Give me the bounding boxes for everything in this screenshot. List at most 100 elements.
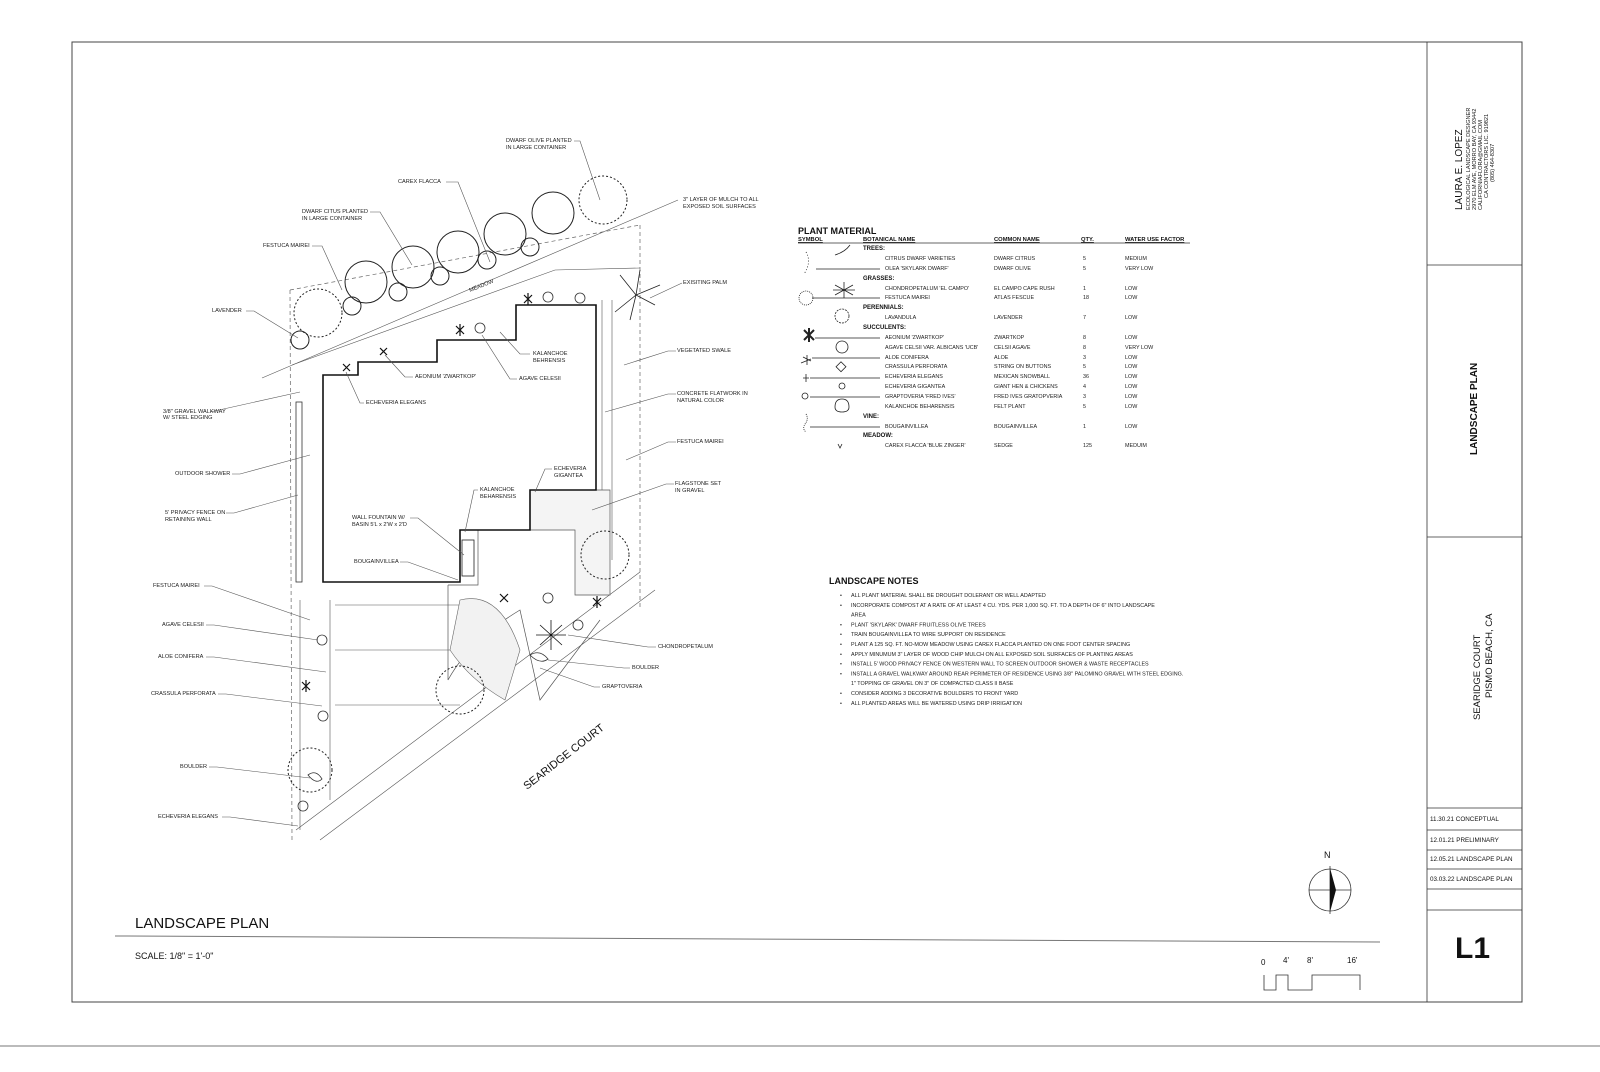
plant-row: ECHEVERIA GIGANTEA GIANT HEN & CHICKENS 4 L… — [885, 384, 1138, 390]
label-echeveria-elegans-west: ECHEVERIA ELEGANS — [158, 814, 218, 820]
quantity: 8 — [1083, 335, 1086, 341]
label-boulder-west: BOULDER — [180, 764, 207, 770]
col-symbol: SYMBOL — [798, 237, 823, 243]
designer-name: LAURA E. LOPEZ — [1454, 129, 1465, 210]
graptoveria-symbol-icon — [801, 392, 809, 400]
botanical-name: ECHEVERIA ELEGANS — [885, 374, 943, 380]
label-outdoor-shower: OUTDOOR SHOWER — [175, 471, 230, 477]
boulder — [307, 772, 323, 782]
plant-row: AGAVE CELSII VAR. ALBICANS 'UCB'CELSII A… — [885, 345, 1154, 351]
botanical-name: GRAPTOVERIA 'FRED IVES' — [885, 394, 956, 400]
water-use-factor: LOW — [1125, 384, 1138, 390]
meadow-tag: MEADOW — [469, 278, 496, 293]
note-text: PLANT A 125 SQ. FT. NO-MOW MEADOW USING … — [851, 642, 1130, 648]
botanical-name: AGAVE CELSII VAR. ALBICANS 'UCB' — [885, 345, 978, 351]
label-kalanchoe-south: KALANCHOE — [480, 487, 515, 493]
water-use-factor: MEDUIM — [1125, 443, 1147, 449]
note-text: TRAIN BOUGAINVILLEA TO WIRE SUPPORT ON R… — [851, 632, 1006, 638]
street-name: SEARIDGE COURT — [521, 722, 606, 792]
designer-info: (805) 464-8307 — [1490, 144, 1496, 182]
label-kalanchoe-south: BEHARENSIS — [480, 494, 516, 500]
water-use-factor: LOW — [1125, 394, 1138, 400]
note-text: ALL PLANTED AREAS WILL BE WATERED USING … — [851, 701, 1022, 707]
botanical-name: FESTUCA MAIREI — [885, 295, 930, 301]
water-use-factor: LOW — [1125, 404, 1138, 410]
legend-symbols — [798, 244, 880, 449]
residence-footprint — [322, 304, 597, 583]
boulder — [529, 652, 549, 662]
label-aeonium: AEONIUM 'ZWARTKOP' — [415, 374, 476, 380]
common-name: MEXICAN SNOWBALL — [994, 374, 1050, 380]
revision-1: 11.30.21 CONCEPTUAL — [1430, 816, 1499, 823]
label-carex-flacca: CAREX FLACCA — [398, 179, 441, 185]
label-crassula: CRASSULA PERFORATA — [151, 691, 216, 697]
quantity: 4 — [1083, 384, 1086, 390]
water-use-factor: LOW — [1125, 374, 1138, 380]
col-botanical: BOTANICAL NAME — [863, 237, 915, 243]
drawing-title: LANDSCAPE PLAN — [135, 915, 269, 932]
botanical-name: AEONIUM 'ZWARTKOP' — [885, 335, 944, 341]
label-mulch: 3" LAYER OF MULCH TO ALL — [683, 197, 759, 203]
sheet-number: L1 — [1455, 932, 1490, 965]
botanical-name: KALANCHOE BEHARENSIS — [885, 404, 955, 410]
agave-symbol-icon — [835, 340, 849, 354]
category-label: PERENNIALS: — [863, 305, 904, 311]
scale-tick-label: 0 — [1261, 958, 1266, 967]
common-name: STRING ON BUTTONS — [994, 364, 1052, 370]
note-text: INSTALL 5' WOOD PRIVACY FENCE ON WESTERN… — [851, 662, 1149, 668]
quantity: 5 — [1083, 404, 1086, 410]
bullet-icon: • — [840, 632, 842, 638]
botanical-name: CRASSULA PERFORATA — [885, 364, 948, 370]
label-gravel-walkway: 3/8" GRAVEL WALKWAY — [163, 409, 226, 415]
category-label: SUCCULENTS: — [863, 325, 906, 331]
quantity: 5 — [1083, 256, 1086, 262]
chondropetalum-symbol — [536, 620, 566, 650]
category-label: VINE: — [863, 414, 879, 420]
common-name: GIANT HEN & CHICKENS — [994, 384, 1058, 390]
succulent-symbols — [301, 293, 602, 692]
common-name: EL CAMPO CAPE RUSH — [994, 286, 1055, 292]
festuca-symbol-icon — [798, 290, 814, 306]
label-lavender: LAVENDER — [212, 308, 242, 314]
quantity: 18 — [1083, 295, 1089, 301]
note-text: APPLY MINUMUM 3" LAYER OF WOOD CHIP MULC… — [851, 652, 1133, 658]
label-kalanchoe-north: BEHRENSIS — [533, 358, 566, 364]
label-vegetated-swale: VEGETATED SWALE — [677, 348, 731, 354]
label-flagstone: IN GRAVEL — [675, 488, 704, 494]
scale-tick-label: 16' — [1347, 956, 1358, 965]
designer-info: 2970 ELM AVE, MORRO BAY, CA 93442 — [1472, 109, 1478, 210]
note-item: •APPLY MINUMUM 3" LAYER OF WOOD CHIP MUL… — [840, 652, 1133, 658]
botanical-name: OLEA 'SKYLARK DWARF' — [885, 266, 949, 272]
note-item: •INSTALL 5' WOOD PRIVACY FENCE ON WESTER… — [840, 662, 1149, 668]
botanical-name: LAVANDULA — [885, 315, 917, 321]
common-name: SEDGE — [994, 443, 1013, 449]
label-festuca-mairei: FESTUCA MAIREI — [263, 243, 310, 249]
olive-symbol-icon — [834, 244, 851, 256]
botanical-name: ECHEVERIA GIGANTEA — [885, 384, 946, 390]
water-use-factor: LOW — [1125, 424, 1138, 430]
label-festuca-mairei-east: FESTUCA MAIREI — [677, 439, 724, 445]
water-use-factor: LOW — [1125, 286, 1138, 292]
quantity: 3 — [1083, 355, 1086, 361]
graphic-scale-bar: 0 4' 8' 16' — [1261, 956, 1361, 991]
label-existing-palm: EXISITING PALM — [683, 280, 727, 286]
note-text: ALL PLANT MATERIAL SHALL BE DROUGHT DOLE… — [851, 593, 1046, 599]
plant-row: CHONDROPETALUM 'EL CAMPO'EL CAMPO CAPE R… — [885, 286, 1138, 292]
revision-3: 12.05.21 LANDSCAPE PLAN — [1430, 856, 1513, 863]
lavender-symbol-icon — [834, 308, 850, 324]
common-name: ZWARTKOP — [994, 335, 1025, 341]
label-dwarf-olive: DWARF OLIVE PLANTED — [506, 138, 572, 144]
aeonium-symbol-icon — [803, 328, 815, 342]
bougainvillea-symbol-icon — [803, 413, 808, 433]
quantity: 5 — [1083, 364, 1086, 370]
common-name: DWARF OLIVE — [994, 266, 1031, 272]
note-text: INCORPORATE COMPOST AT A RATE OF AT LEAS… — [851, 603, 1155, 619]
title-block: LAURA E. LOPEZ ECOLOGICAL LANDSCAPE DESI… — [1426, 42, 1522, 1002]
